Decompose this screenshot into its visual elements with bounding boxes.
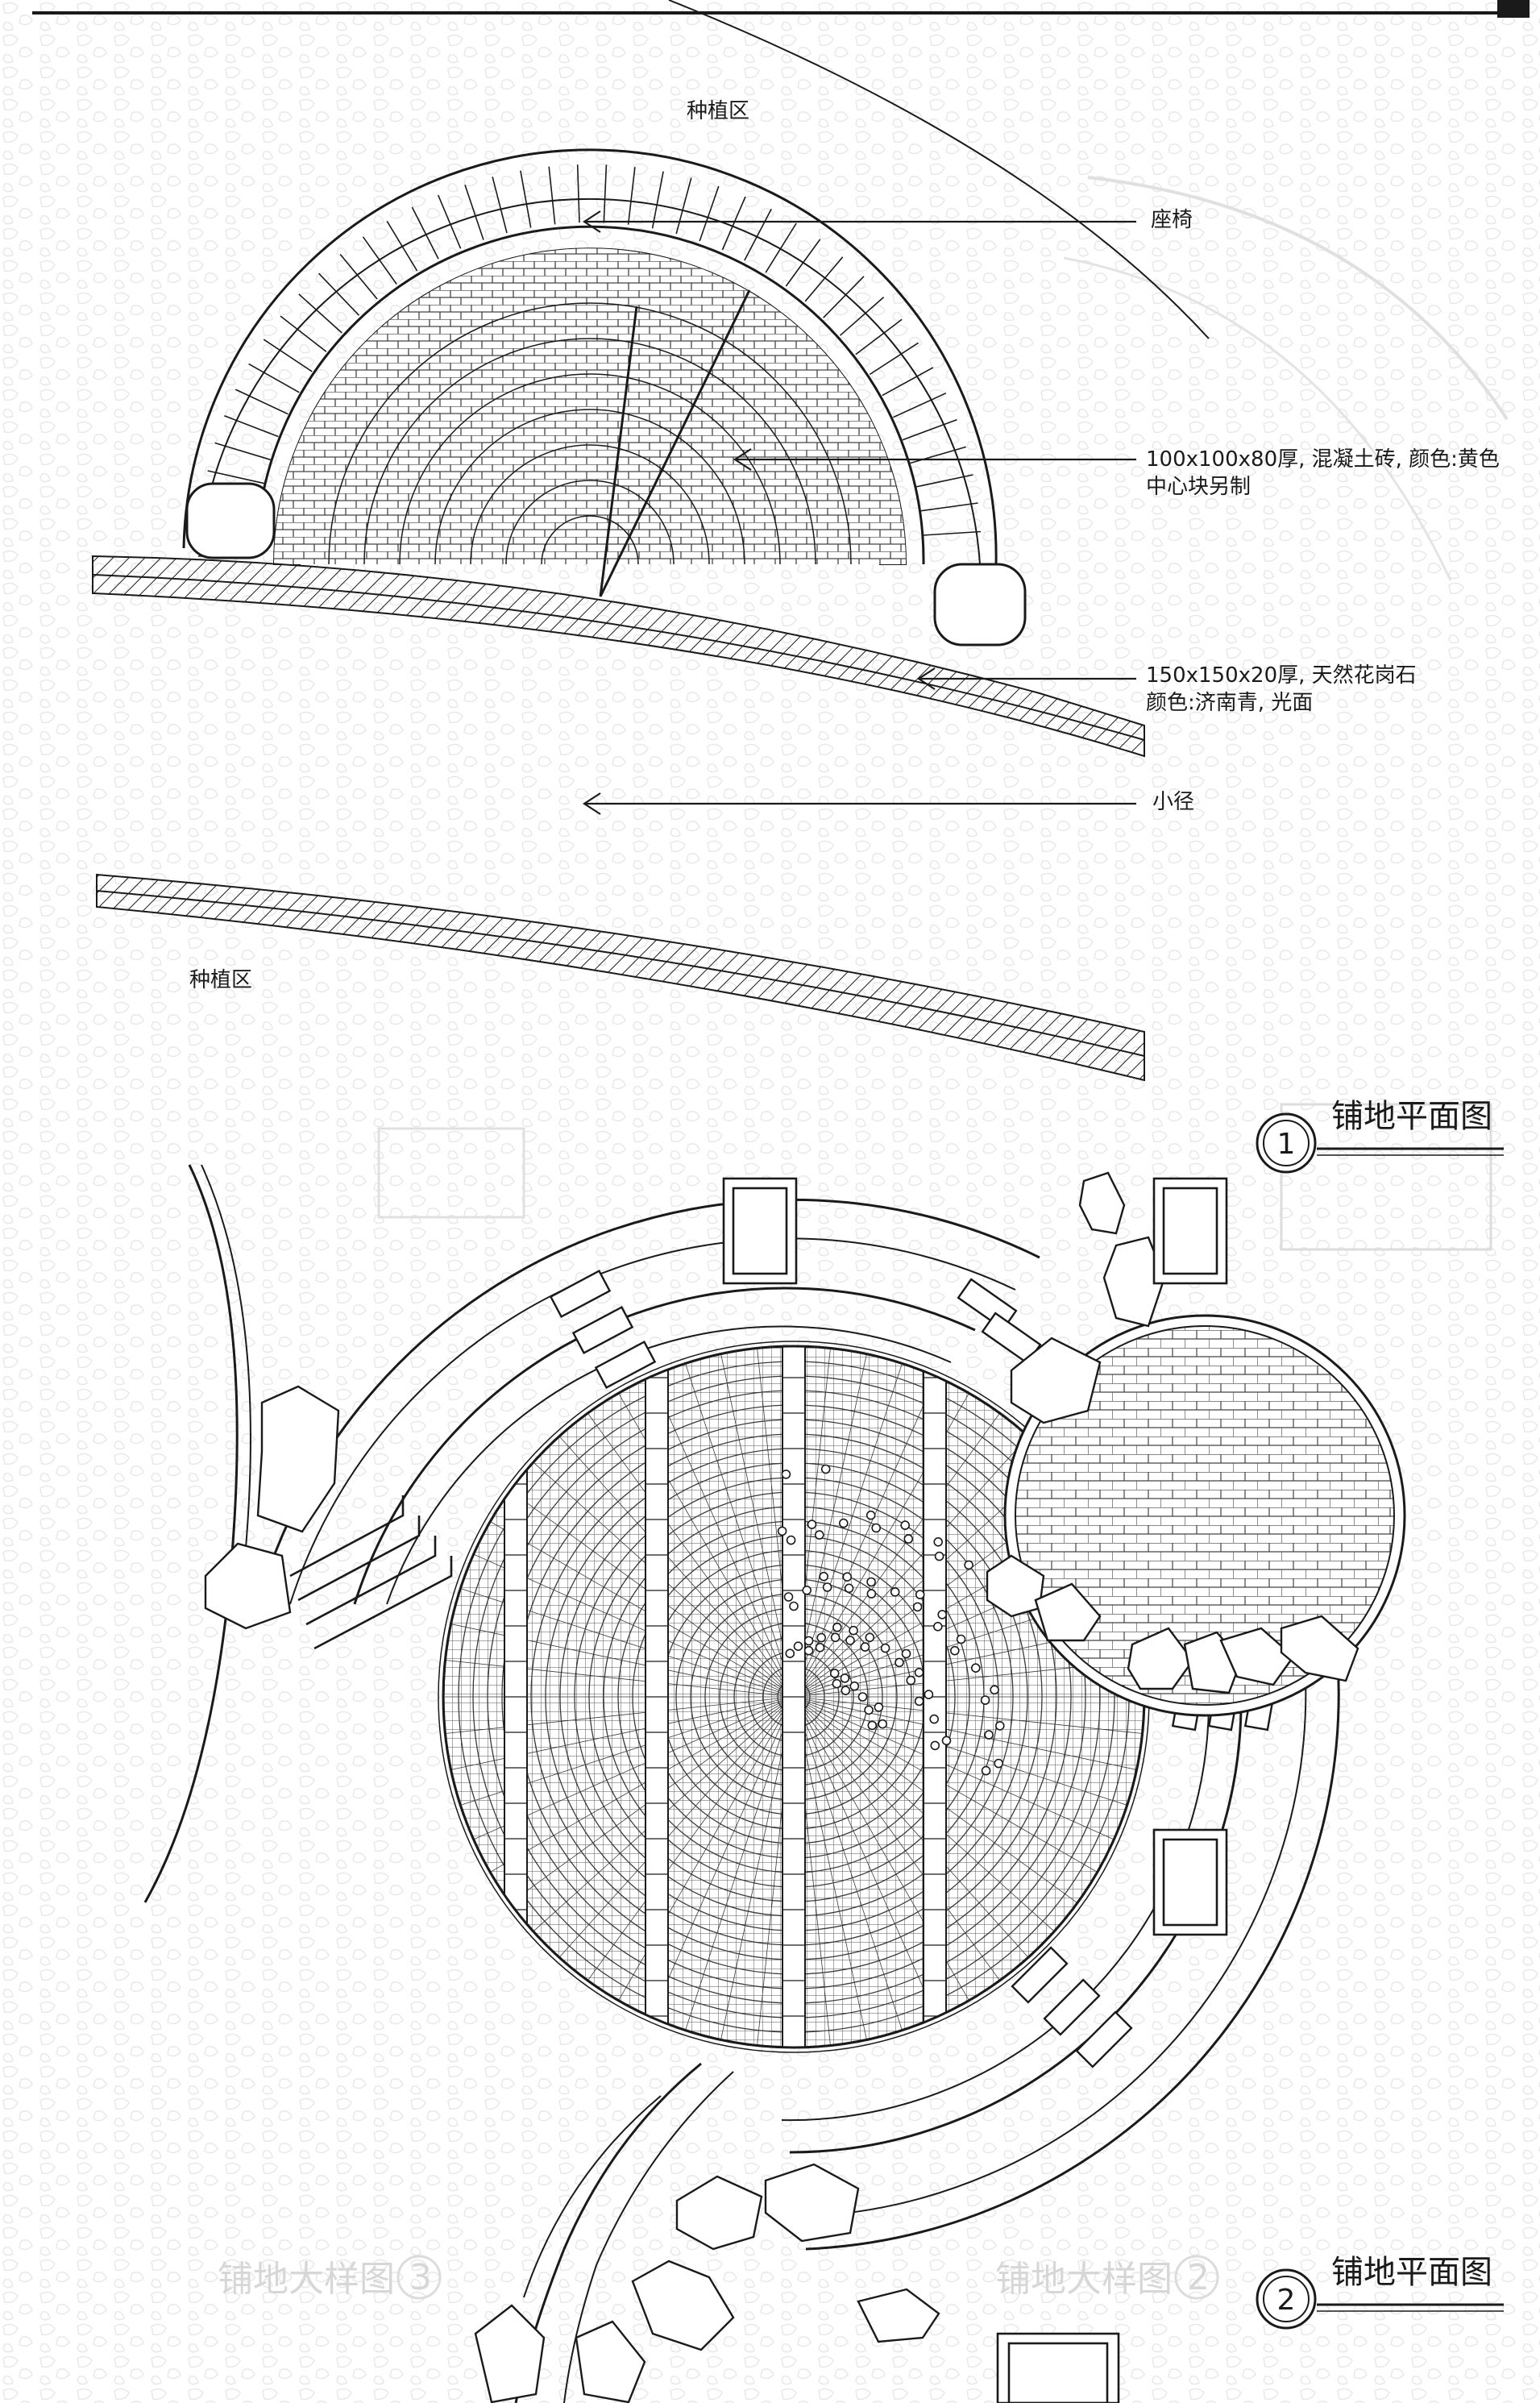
rock-17 [857, 2288, 940, 2343]
ghost-label-2: 铺地大样图 [995, 2259, 1173, 2300]
landscape-rocks [204, 1171, 1359, 2403]
sheet-corner-mark [1497, 0, 1530, 18]
ghost-num-2: 2 [1187, 2257, 1210, 2298]
leaders-plan-1 [582, 210, 1136, 815]
rock-15 [474, 2304, 546, 2403]
title-plan-1: 铺地平面图 [1331, 1098, 1492, 1135]
ring-bench-blocks [549, 1270, 1279, 2068]
planter-box-4 [996, 2332, 1120, 2403]
title-plan-2: 铺地平面图 [1331, 2254, 1492, 2291]
ghost-circle-2 [1174, 2255, 1219, 2300]
rock-5 [1010, 1337, 1102, 1424]
label-granite-line1: 150x150x20厚, 天然花岗石 [1146, 663, 1417, 688]
rock-8 [1127, 1627, 1194, 1690]
label-planting-top: 种植区 [687, 99, 749, 123]
bench [182, 148, 1027, 646]
title-number-1: 1 [1277, 1128, 1296, 1161]
title-number-2: 2 [1277, 2284, 1296, 2317]
center-line-1 [599, 289, 751, 597]
label-path: 小径 [1152, 790, 1194, 814]
label-planting-bottom: 种植区 [189, 968, 252, 992]
rock-2 [204, 1542, 292, 1630]
left-path-edge-1 [143, 1164, 239, 1903]
lighting-dots [777, 1464, 1005, 1776]
rock-7 [1034, 1582, 1102, 1642]
granite-band-upper [92, 555, 1145, 758]
rock-16 [575, 2320, 646, 2403]
rock-4 [1102, 1236, 1166, 1328]
planter-box-2 [1152, 1177, 1228, 1285]
ghost-circle-3 [396, 2255, 442, 2300]
granite-band-lower [96, 873, 1145, 1082]
rock-13 [764, 2163, 860, 2243]
rock-10 [1219, 1627, 1295, 1686]
bench-end-right [933, 563, 1027, 646]
planter-box-1 [722, 1177, 798, 1285]
center-line-2 [599, 306, 638, 597]
paving-plan-1: 种植区 座椅 100x100x80厚, 混凝土砖, 颜色:黄色 中心块另制 15… [92, 0, 1504, 1174]
title-tag-2: 2 铺地平面图 [1256, 2254, 1504, 2330]
ghost-num-1: 3 [409, 2257, 432, 2298]
ghost-label-1: 铺地大样图 [218, 2259, 395, 2300]
rock-14 [631, 2260, 735, 2351]
label-brick-line2: 中心块另制 [1146, 475, 1251, 499]
rock-11 [1280, 1615, 1359, 1682]
planter-boxes [722, 1177, 1228, 2403]
label-granite-line2: 颜色:济南青, 光面 [1146, 691, 1313, 715]
rock-3 [1078, 1171, 1126, 1235]
label-brick-line1: 100x100x80厚, 混凝土砖, 颜色:黄色 [1146, 447, 1500, 472]
rock-12 [675, 2175, 763, 2251]
site-boundary-arc [668, 0, 1210, 339]
title-tag-1: 1 铺地平面图 [1256, 1098, 1504, 1174]
planter-box-3 [1152, 1828, 1228, 1936]
bench-end-left [185, 482, 276, 559]
label-bench: 座椅 [1151, 208, 1193, 232]
stepped-bench-left [289, 1495, 453, 1650]
rock-1 [256, 1385, 340, 1533]
paving-plan-2: 2 铺地平面图 [143, 1164, 1504, 2403]
